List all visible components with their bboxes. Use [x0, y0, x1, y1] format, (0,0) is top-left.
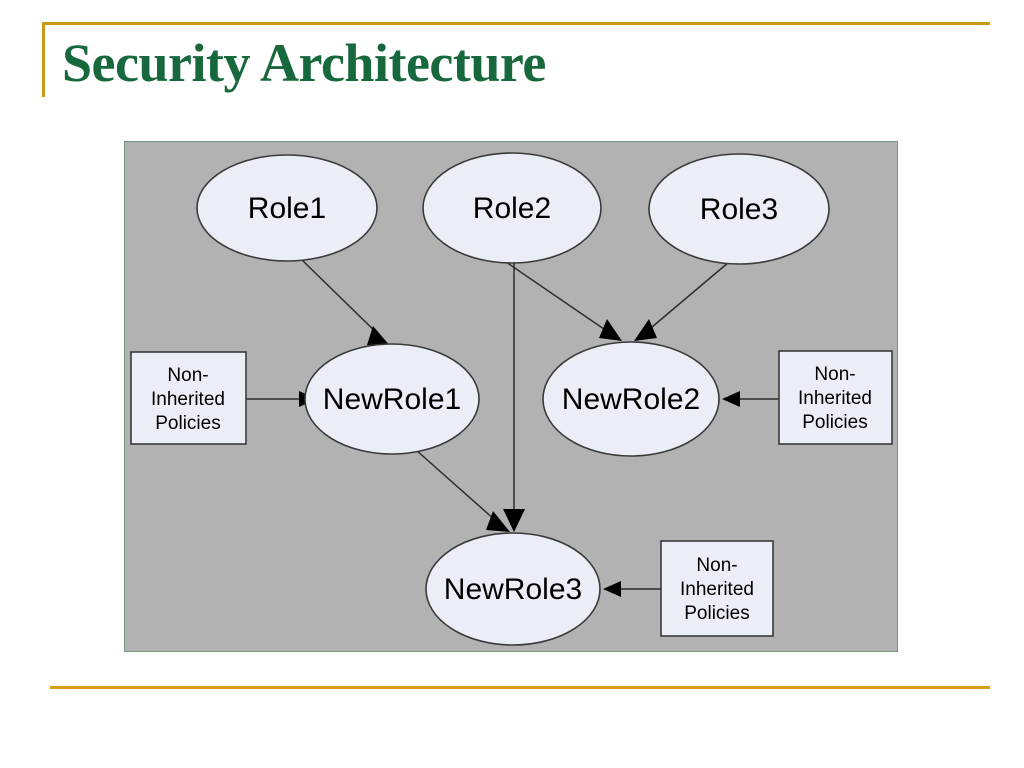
- node-role3-label: Role3: [700, 193, 778, 226]
- edge-role2-to-newrole3: [503, 263, 525, 532]
- policy-bottom-line-2: Inherited: [680, 579, 754, 600]
- node-layer: Role1 Role2 Role3 NewRole1: [130, 152, 893, 646]
- footer-rule: [50, 686, 990, 689]
- policy-bottom-line-1: Non-: [696, 555, 737, 576]
- policy-right-line-2: Inherited: [798, 388, 872, 409]
- edge-policy2-to-newrole2: [722, 391, 779, 407]
- arrowhead-icon: [603, 581, 621, 597]
- edge-policy3-to-newrole3: [603, 581, 661, 597]
- node-newrole1-label: NewRole1: [323, 383, 461, 416]
- node-newrole3-label: NewRole3: [444, 573, 582, 606]
- page-title: Security Architecture: [62, 33, 546, 93]
- arrowhead-icon: [503, 509, 525, 532]
- policy-left-line-2: Inherited: [151, 389, 225, 410]
- title-rule-left: [42, 22, 45, 97]
- policy-left-line-1: Non-: [167, 365, 208, 386]
- arrowhead-icon: [486, 511, 510, 532]
- node-role2[interactable]: Role2: [422, 152, 602, 264]
- edge-role2-to-newrole2: [505, 261, 622, 341]
- policy-bottom-line-3: Policies: [684, 603, 749, 624]
- node-newrole2[interactable]: NewRole2: [542, 341, 720, 457]
- policy-right-line-1: Non-: [814, 364, 855, 385]
- arrowhead-icon: [367, 326, 391, 347]
- edge-newrole1-to-newrole3: [415, 449, 510, 532]
- edge-role1-to-newrole1: [300, 258, 391, 347]
- node-role2-label: Role2: [473, 192, 551, 225]
- node-role1-label: Role1: [248, 192, 326, 225]
- policy-left-line-3: Policies: [155, 413, 220, 434]
- node-role1[interactable]: Role1: [196, 154, 378, 262]
- arrowhead-icon: [634, 319, 657, 341]
- node-policy-box-bottom[interactable]: Non- Inherited Policies: [660, 540, 774, 637]
- edge-role3-to-newrole2: [634, 261, 730, 341]
- arrowhead-icon: [722, 391, 740, 407]
- arrowhead-icon: [599, 319, 622, 341]
- node-policy-box-left[interactable]: Non- Inherited Policies: [130, 351, 247, 445]
- node-newrole1[interactable]: NewRole1: [304, 343, 480, 455]
- node-newrole2-label: NewRole2: [562, 383, 700, 416]
- diagram-svg: Role1 Role2 Role3 NewRole1: [130, 152, 893, 646]
- title-rule-top: [42, 22, 990, 25]
- node-role3[interactable]: Role3: [648, 153, 830, 265]
- node-newrole3[interactable]: NewRole3: [425, 532, 601, 646]
- policy-right-line-3: Policies: [802, 412, 867, 433]
- diagram-container: Role1 Role2 Role3 NewRole1: [124, 141, 898, 652]
- node-policy-box-right[interactable]: Non- Inherited Policies: [778, 350, 893, 445]
